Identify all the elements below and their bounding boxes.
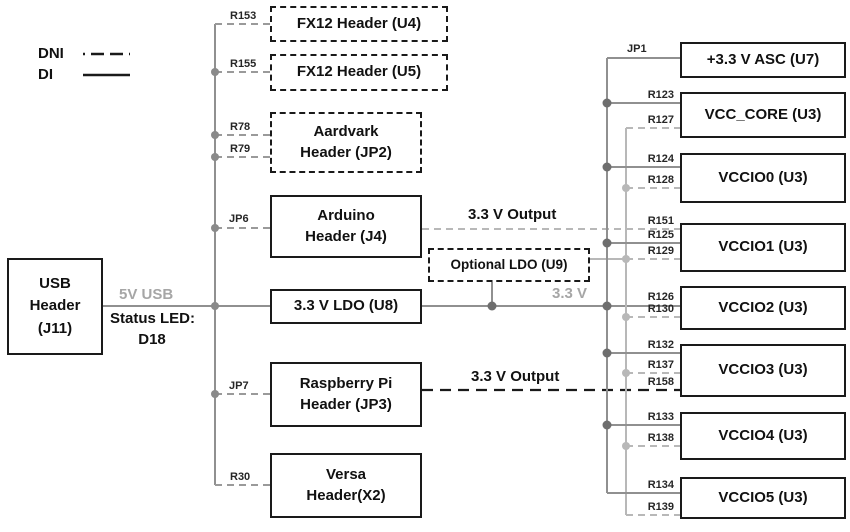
- r128-ref: R128: [647, 174, 674, 186]
- status-led-label: Status LED:: [110, 310, 196, 327]
- fx12-header-u5-block: FX12 Header (U5): [270, 54, 448, 91]
- r133-ref: R133: [647, 411, 674, 423]
- junction-dot: [602, 98, 612, 108]
- r125-ref: R125: [647, 229, 674, 241]
- legend-di-label: DI: [38, 66, 53, 83]
- usb-header-label: USB: [39, 274, 71, 292]
- junction-dot: [622, 255, 630, 263]
- r134-ref: R134: [647, 479, 674, 491]
- vccio3-block: VCCIO3 (U3): [680, 344, 846, 397]
- r132-ref: R132: [647, 339, 674, 351]
- fx12-header-u4-block: FX12 Header (U4): [270, 6, 448, 42]
- vcc-core-block: VCC_CORE (U3): [680, 92, 846, 138]
- r129-ref: R129: [647, 245, 674, 257]
- junction-dot: [211, 131, 219, 139]
- junction-dot: [602, 420, 612, 430]
- r153-ref: R153: [230, 10, 257, 22]
- ldo-u8-block: 3.3 V LDO (U8): [270, 289, 422, 324]
- vccio4-block: VCCIO4 (U3): [680, 412, 846, 460]
- rpi-output-net-label: 3.3 V Output: [471, 368, 560, 385]
- vccio1-block: VCCIO1 (U3): [680, 223, 846, 272]
- r155-ref: R155: [230, 58, 257, 70]
- junction-dot: [622, 313, 630, 321]
- r139-ref: R139: [647, 501, 674, 513]
- junction-dot: [487, 301, 497, 311]
- optional-ldo-block: Optional LDO (U9): [428, 248, 590, 282]
- legend-dni-label: DNI: [38, 45, 64, 62]
- r158-ref: R158: [647, 376, 674, 388]
- r124-ref: R124: [647, 153, 674, 165]
- junction-dot: [622, 442, 630, 450]
- aardvark-header-block: Aardvark Header (JP2): [270, 112, 422, 173]
- r78-ref: R78: [230, 121, 251, 133]
- usb-header-block: USB Header (J11): [7, 258, 103, 355]
- junction-dot: [622, 369, 630, 377]
- jp1-ref: JP1: [627, 43, 647, 55]
- asc-u7-block: +3.3 V ASC (U7): [680, 42, 846, 78]
- r123-ref: R123: [647, 89, 674, 101]
- junction-dot: [211, 302, 219, 310]
- junction-dot: [211, 153, 219, 161]
- versa-header-block: Versa Header(X2): [270, 453, 422, 518]
- junction-dot: [211, 224, 219, 232]
- arduino-output-net-label: 3.3 V Output: [468, 206, 557, 223]
- r126-ref: R126: [647, 291, 674, 303]
- junction-dot: [211, 390, 219, 398]
- rail-3v3-net-label: 3.3 V: [552, 285, 588, 302]
- junction-dot: [211, 68, 219, 76]
- r130-ref: R130: [647, 303, 674, 315]
- status-led-ref: D18: [138, 331, 166, 348]
- jp6-ref: JP6: [229, 213, 249, 225]
- r137-ref: R137: [647, 359, 674, 371]
- jp7-ref: JP7: [229, 380, 249, 392]
- junction-dot: [602, 238, 612, 248]
- usb-5v-net-label: 5V USB: [119, 286, 174, 303]
- r79-ref: R79: [230, 143, 251, 155]
- junction-dot: [622, 184, 630, 192]
- raspberry-pi-header-block: Raspberry Pi Header (JP3): [270, 362, 422, 427]
- vccio5-block: VCCIO5 (U3): [680, 477, 846, 519]
- junction-dot: [602, 301, 612, 311]
- vccio0-block: VCCIO0 (U3): [680, 153, 846, 203]
- r138-ref: R138: [647, 432, 674, 444]
- vccio2-block: VCCIO2 (U3): [680, 286, 846, 330]
- arduino-header-block: Arduino Header (J4): [270, 195, 422, 258]
- r127-ref: R127: [647, 114, 674, 126]
- junction-dot: [602, 348, 612, 358]
- junction-dot: [602, 162, 612, 172]
- r30-ref: R30: [230, 471, 251, 483]
- r151-ref: R151: [647, 215, 674, 227]
